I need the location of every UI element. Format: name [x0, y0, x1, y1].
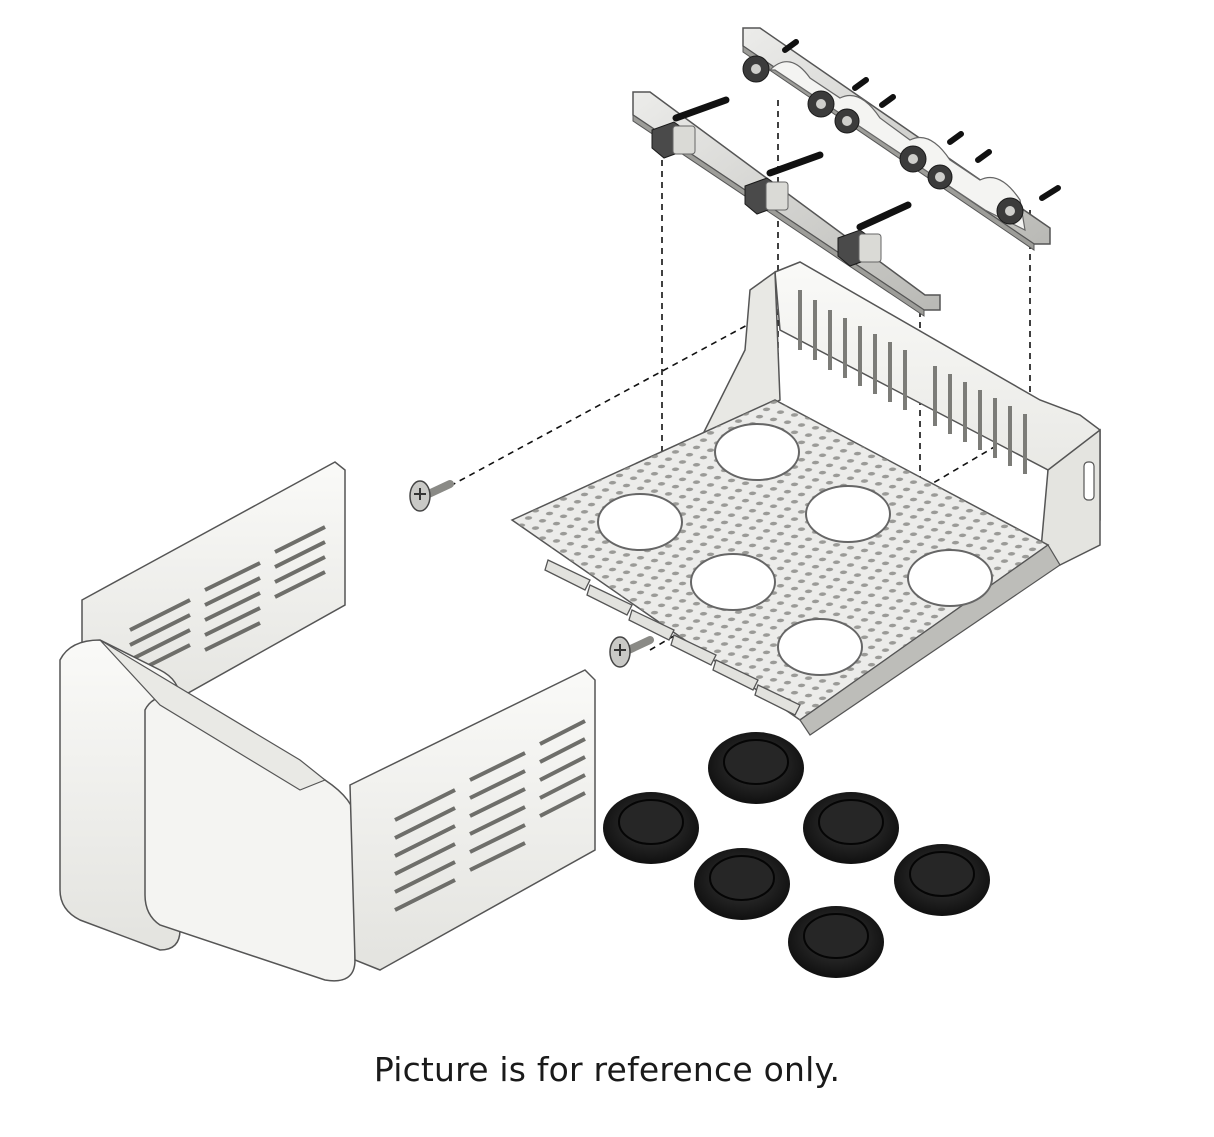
mounting-tray: [510, 261, 1101, 736]
screw-lower: [609, 636, 654, 668]
rubber-grommets: [603, 732, 990, 978]
grommet: [603, 792, 699, 864]
tray-fingers: [544, 559, 801, 716]
grommet: [894, 844, 990, 916]
terminal-plate-front: [632, 91, 941, 317]
tray-wall-slots: [798, 290, 1027, 474]
grommet: [788, 906, 884, 978]
grommet: [803, 792, 899, 864]
front-cover: [59, 461, 596, 982]
terminal-plate-rear: [742, 27, 1061, 251]
tray-cable-holes: [597, 423, 993, 676]
cover-vent-front: [394, 719, 586, 912]
screw-upper: [409, 480, 454, 512]
grommet: [708, 732, 804, 804]
reference-caption: Picture is for reference only.: [373, 1050, 841, 1089]
grommet: [694, 848, 790, 920]
cover-vent-rear: [129, 525, 326, 677]
